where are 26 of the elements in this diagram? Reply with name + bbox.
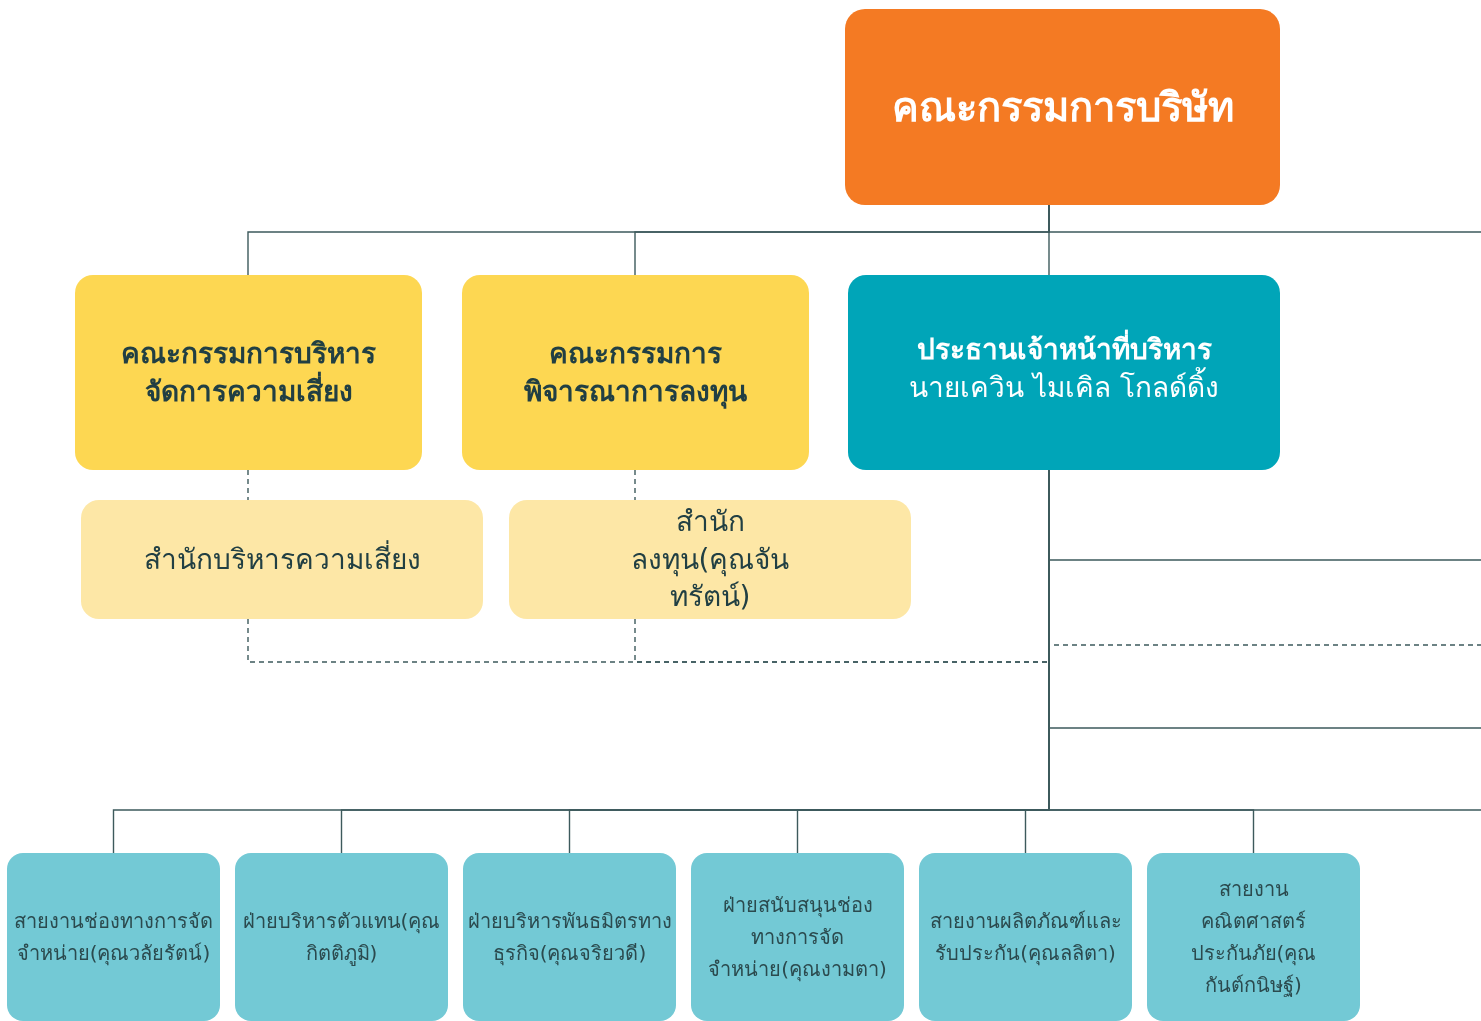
unit-title: สำนักลงทุน(คุณจันทรัตน์) xyxy=(629,503,791,616)
committee-box xyxy=(462,275,809,470)
unit-title: ฝ่ายสนับสนุนช่องทางการจัดจำหน่าย(คุณงามตา) xyxy=(707,892,888,984)
unit-title: สำนักบริหารความเสี่ยง xyxy=(143,540,421,578)
department-box xyxy=(919,853,1132,1021)
office-box xyxy=(509,500,911,619)
connector-line xyxy=(247,469,249,501)
department-box xyxy=(7,853,220,1021)
department-box xyxy=(691,853,904,1021)
person-name: นายเควิน ไมเคิล โกลด์ดิ้ง xyxy=(909,368,1219,407)
unit-title: คณะกรรมการพิจารณาการลงทุน xyxy=(523,335,748,411)
executive-box xyxy=(848,275,1280,470)
unit-title: สายงานช่องทางการจัดจำหน่าย(คุณวลัยรัตน์) xyxy=(13,908,214,968)
unit-title: สายงานคณิตศาสตร์ประกันภัย(คุณกันต์กนิษฐ์) xyxy=(1189,876,1318,999)
unit-title: ฝ่ายบริหารตัวแทน(คุณกิตติภูมิ) xyxy=(241,908,442,968)
department-box xyxy=(463,853,676,1021)
unit-title: ฝ่ายบริหารพันธมิตรทางธุรกิจ(คุณจริยวดี) xyxy=(467,908,672,968)
connector-line xyxy=(634,469,636,501)
unit-title: คณะกรรมการบริหารจัดการความเสี่ยง xyxy=(120,335,377,410)
department-box xyxy=(1147,853,1360,1021)
office-box xyxy=(81,500,483,619)
committee-box xyxy=(75,275,422,470)
unit-title: สายงานผลิตภัณฑ์และรับประกัน(คุณลลิตา) xyxy=(928,908,1123,968)
unit-title: คณะกรรมการบริษัท xyxy=(891,83,1234,132)
department-box xyxy=(235,853,448,1021)
board-box xyxy=(845,9,1280,205)
